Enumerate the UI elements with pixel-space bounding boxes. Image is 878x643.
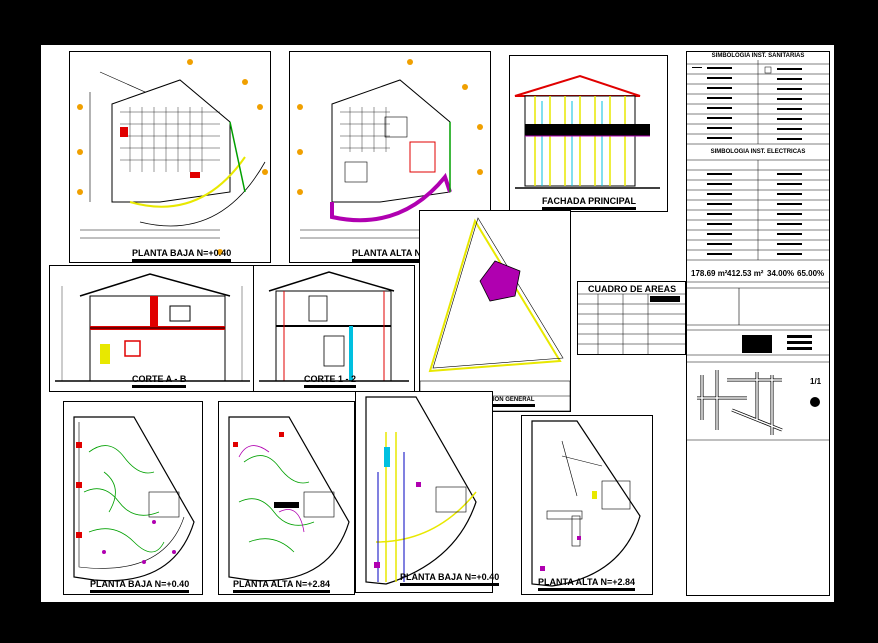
electric-plan-ground-title: PLANTA BAJA N=+0.40 bbox=[90, 579, 190, 593]
site-plan-title: IMPLANTACION GENERAL bbox=[458, 397, 535, 407]
electric-plan-upper-drawing bbox=[228, 416, 350, 582]
area-pct-2: 65.00% bbox=[797, 269, 825, 278]
areas-table-title: CUADRO DE AREAS bbox=[588, 284, 677, 294]
electric-plan-ground: PLANTA BAJA N=+0.40 bbox=[63, 401, 203, 595]
site-plan: IMPLANTACION GENERAL bbox=[419, 210, 571, 412]
floor-plan-ground-drawing bbox=[77, 59, 268, 255]
areas-table: CUADRO DE AREAS bbox=[577, 281, 686, 355]
section-12: CORTE 1 - 2 bbox=[253, 265, 415, 392]
section-ab: CORTE A - B bbox=[49, 265, 256, 392]
legend-electric-title: SIMBOLOGIA INST. ELECTRICAS bbox=[710, 149, 806, 155]
plumbing-plan-upper-title: PLANTA ALTA N=+2.84 bbox=[538, 577, 636, 591]
floor-plan-ground: PLANTA BAJA N=+0.40 bbox=[69, 51, 271, 263]
plumbing-plan-ground: PLANTA BAJA N=+0.40 bbox=[355, 391, 500, 593]
floor-plan-upper-title: PLANTA ALTA N=+2.84 bbox=[352, 248, 450, 262]
plumbing-plan-upper-drawing bbox=[531, 420, 641, 587]
legend-sanitary-rows bbox=[687, 60, 829, 261]
area-pct-1: 34.00% bbox=[767, 269, 795, 278]
drawing-sheet: PLANTA BAJA N=+0.40 PLANTA ALTA N=+2.84 bbox=[40, 44, 835, 603]
section-12-drawing bbox=[259, 271, 409, 382]
area-value-1: 178.69 m² bbox=[691, 269, 728, 278]
section-ab-drawing bbox=[55, 273, 250, 382]
map-sheet-number: 1/1 bbox=[810, 377, 822, 386]
electric-plan-upper: PLANTA ALTA N=+2.84 bbox=[218, 401, 355, 595]
electric-plan-ground-drawing bbox=[73, 416, 195, 582]
facade-drawing bbox=[514, 74, 660, 189]
facade-title: FACHADA PRINCIPAL bbox=[542, 196, 636, 210]
areas-table-grid bbox=[578, 293, 685, 354]
floor-plan-upper-drawing bbox=[297, 59, 483, 239]
section-12-title: CORTE 1 - 2 bbox=[304, 374, 357, 388]
area-value-2: 412.53 m² bbox=[727, 269, 764, 278]
legend-panel: SIMBOLOGIA INST. SANITARIAS bbox=[686, 51, 830, 596]
plumbing-plan-ground-drawing bbox=[365, 396, 477, 585]
facade-view: FACHADA PRINCIPAL bbox=[509, 55, 668, 212]
section-ab-title: CORTE A - B bbox=[132, 374, 187, 388]
floor-plan-ground-title: PLANTA BAJA N=+0.40 bbox=[132, 248, 232, 262]
plumbing-plan-upper: PLANTA ALTA N=+2.84 bbox=[521, 415, 653, 595]
plumbing-plan-ground-title: PLANTA BAJA N=+0.40 bbox=[400, 572, 500, 586]
electric-plan-upper-title: PLANTA ALTA N=+2.84 bbox=[233, 579, 331, 593]
legend-sanitary-title: SIMBOLOGIA INST. SANITARIAS bbox=[711, 53, 805, 59]
title-block-lines bbox=[687, 281, 829, 441]
site-plan-drawing bbox=[419, 217, 571, 412]
